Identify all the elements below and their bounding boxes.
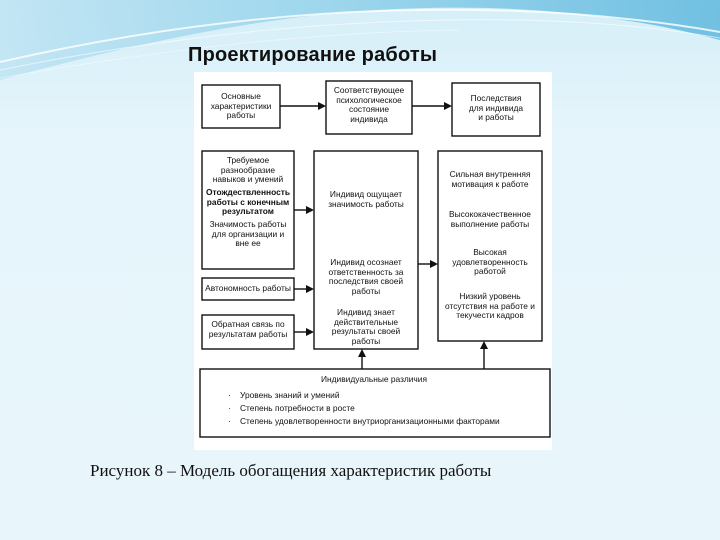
differences-item: ·Уровень знаний и умений bbox=[228, 390, 340, 400]
header-wave-highlight bbox=[0, 8, 720, 63]
right-outcomes-box bbox=[437, 150, 543, 342]
outcome-absenteeism-text: Низкий уровень отсутствия на работе и те… bbox=[445, 291, 535, 321]
header-middle-text: Соответствующее психологическое состояни… bbox=[333, 85, 405, 124]
differences-item: ·Степень потребности в росте bbox=[228, 403, 355, 413]
figure-caption: Рисунок 8 – Модель обогащения характерис… bbox=[90, 461, 492, 480]
header-right-box bbox=[451, 82, 541, 137]
differences-item-text: Степень потребности в росте bbox=[240, 403, 355, 413]
state-meaningfulness-text: Индивид ощущает значимость работы bbox=[328, 189, 404, 209]
outcome-performance-text: Высококачественное выполнение работы bbox=[449, 209, 531, 229]
header-middle-box bbox=[325, 80, 413, 135]
diagram-figure: Основные характеристики работы Соответст… bbox=[194, 72, 552, 450]
skill-variety-text: Требуемое разнообразие навыков и умений bbox=[212, 155, 284, 185]
header-wave bbox=[0, 0, 720, 80]
state-responsibility-text: Индивид осознает ответственность за посл… bbox=[328, 257, 404, 296]
slide-title: Проектирование работы bbox=[188, 44, 438, 66]
header-right-text: Последствия для индивида и работы bbox=[468, 93, 524, 123]
header-left-text: Основные характеристики работы bbox=[210, 91, 272, 121]
task-significance-text: Значимость работы для организации и вне … bbox=[209, 219, 287, 249]
task-identity-text: Отождествленность работы с конечным резу… bbox=[205, 187, 290, 217]
outcome-motivation-text: Сильная внутренняя мотивация к работе bbox=[449, 169, 531, 189]
middle-states-box bbox=[313, 150, 419, 350]
state-knowledge-text: Индивид знает действительные результаты … bbox=[331, 307, 401, 346]
differences-box bbox=[199, 368, 551, 438]
diagram-lines bbox=[199, 80, 551, 438]
differences-title: Индивидуальные различия bbox=[321, 374, 427, 384]
outcome-satisfaction-text: Высокая удовлетворенность работой bbox=[452, 247, 528, 277]
differences-item-text: Степень удовлетворенности внутриорганиза… bbox=[240, 416, 500, 426]
differences-item-text: Уровень знаний и умений bbox=[240, 390, 340, 400]
feedback-text: Обратная связь по результатам работы bbox=[208, 319, 288, 339]
autonomy-text: Автономность работы bbox=[205, 283, 291, 293]
differences-item: ·Степень удовлетворенности внутриорганиз… bbox=[228, 416, 500, 426]
